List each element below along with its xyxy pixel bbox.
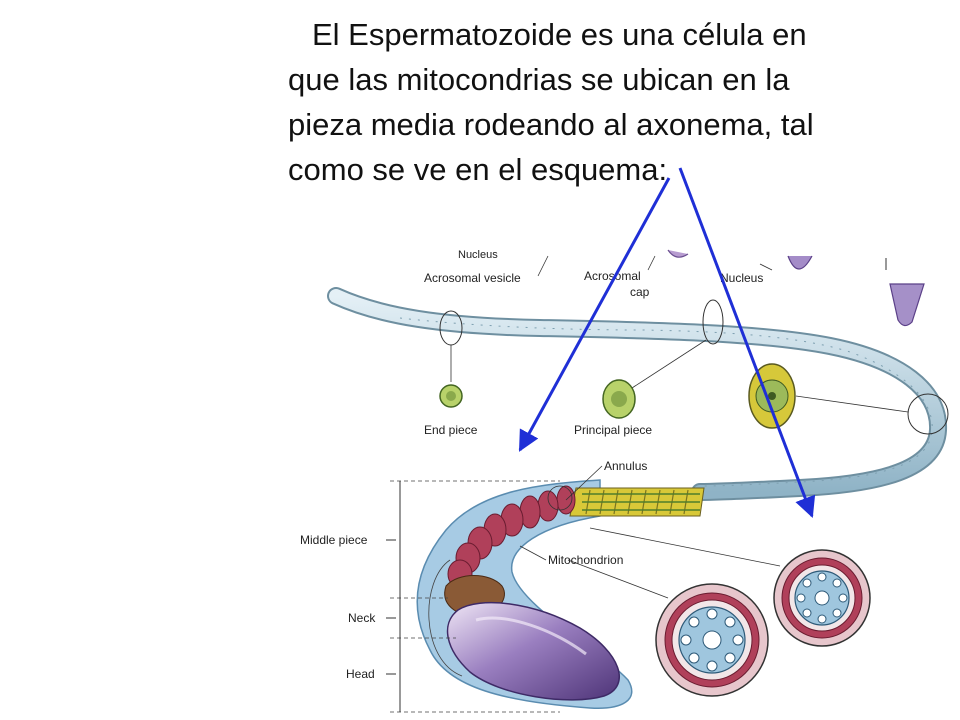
text-line-3: pieza media rodeando al axonema, tal — [288, 107, 814, 142]
label-principal-piece: Principal piece — [574, 423, 652, 437]
cross-section-leaders — [567, 527, 781, 599]
label-nucleus-top: Nucleus — [458, 249, 498, 261]
top-partial-drawings — [537, 249, 925, 327]
label-acrosomal-cap-1: Acrosomal — [584, 269, 641, 283]
middle-cross-section-small — [773, 549, 871, 647]
principal-piece-group — [602, 299, 724, 419]
middle-piece-and-head — [416, 479, 705, 709]
slide-text: El Espermatozoide es una célula en que l… — [288, 12, 938, 192]
arrow-left — [518, 177, 671, 452]
pointer-arrows — [518, 167, 816, 518]
label-end-piece: End piece — [424, 423, 478, 437]
label-head: Head — [346, 667, 375, 681]
text-line-2: que las mitocondrias se ubican en la — [288, 62, 790, 97]
label-acrosomal-cap-2: cap — [630, 285, 650, 299]
arrow-right — [678, 167, 816, 518]
label-middle-piece: Middle piece — [300, 533, 368, 547]
neck-head-outline — [428, 559, 463, 677]
mitochondrion-leader — [519, 545, 547, 561]
text-line-1: El Espermatozoide es una célula en — [312, 17, 807, 52]
region-bracket — [386, 480, 560, 713]
end-piece-group — [439, 310, 463, 408]
text-line-4: como se ve en el esquema: — [288, 152, 668, 187]
label-nucleus: Nucleus — [720, 271, 763, 285]
label-acrosomal-vesicle: Acrosomal vesicle — [424, 271, 521, 285]
middle-cross-section-large — [655, 583, 769, 697]
annulus-leader — [565, 465, 603, 501]
label-annulus: Annulus — [604, 459, 647, 473]
label-neck: Neck — [348, 611, 376, 625]
label-mitochondrion: Mitochondrion — [548, 553, 623, 567]
